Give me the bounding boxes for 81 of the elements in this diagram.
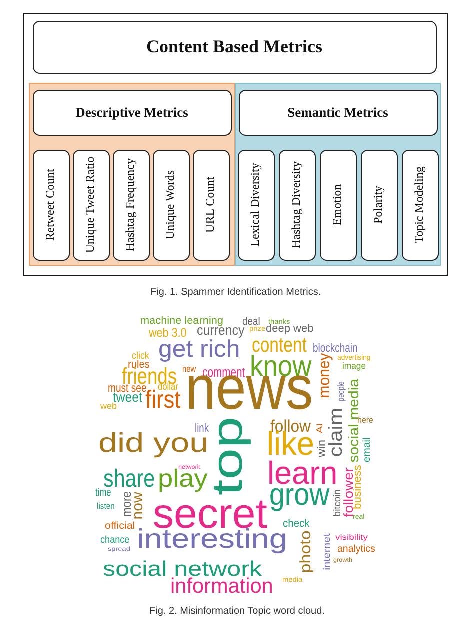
cloud-word: did you (98, 432, 208, 460)
cloud-word: email (364, 438, 372, 463)
cloud-word: web 3.0 (149, 328, 187, 339)
cloud-word: rules (128, 360, 150, 370)
cloud-word: deep web (266, 324, 314, 336)
heading-text: Content Based Metrics (146, 36, 322, 58)
metric-box (32, 150, 70, 260)
metric-box (72, 150, 110, 260)
metric-label: Unique Tweet Ratio (84, 156, 98, 254)
cloud-word: listen (97, 502, 115, 510)
cloud-word: claim (328, 408, 344, 457)
cloud-word: chance (100, 536, 129, 545)
cloud-word: deal (242, 317, 260, 326)
cloud-word: AI (316, 422, 324, 433)
metric-box (360, 150, 398, 260)
metric-label: Topic Modeling (413, 166, 427, 244)
metric-box (402, 150, 438, 260)
cloud-word: business (354, 466, 363, 510)
heading-text: Semantic Metrics (288, 104, 388, 120)
cloud-word: follower (342, 467, 354, 517)
category-box (32, 20, 436, 74)
cloud-word: more (122, 490, 132, 517)
cloud-word: content (252, 336, 307, 354)
cloud-word: interesting (137, 528, 288, 556)
cloud-word: get rich (158, 340, 240, 364)
cloud-word: learn (267, 460, 337, 486)
metric-box (112, 150, 150, 260)
metric-label: Lexical Diversity (249, 163, 263, 247)
cloud-word: analytics (337, 546, 375, 556)
metric-box (320, 150, 356, 260)
cloud-word: photo (298, 530, 314, 573)
metric-label: URL Count (204, 177, 218, 233)
cloud-word: tweet (113, 391, 142, 403)
cloud-word: win (318, 440, 327, 458)
cloud-word: machine learning (140, 317, 224, 328)
cloud-word: new (182, 368, 196, 374)
cloud-word: check (283, 519, 310, 528)
cloud-word: like (267, 430, 315, 458)
cloud-word: money (320, 353, 334, 398)
metric-box (278, 150, 316, 260)
category-box (32, 90, 232, 136)
heading-text: Descriptive Metrics (76, 104, 188, 120)
cloud-word: bitcoin (334, 490, 342, 517)
cloud-word: here (357, 416, 373, 424)
figure-caption: Fig. 1. Spammer Identification Metrics. (150, 286, 322, 298)
cloud-word: play (158, 468, 208, 494)
metric-box (238, 150, 274, 260)
cloud-word: friends (122, 367, 177, 386)
cloud-word: click (132, 352, 149, 361)
diagram-frame (23, 13, 448, 276)
metric-label: Emotion (331, 184, 345, 226)
category-panel (234, 82, 440, 266)
metric-box (152, 150, 190, 260)
metric-label: Unique Words (164, 170, 178, 240)
metric-label: Polarity (372, 186, 386, 224)
cloud-word: visibility (335, 534, 368, 544)
cloud-word: web (100, 402, 117, 410)
cloud-word: first (145, 390, 180, 410)
cloud-word: blockchain (313, 342, 358, 352)
cloud-word: internet (324, 533, 332, 570)
category-box (238, 90, 438, 136)
cloud-word: grow (268, 486, 330, 513)
cloud-word: top (210, 416, 253, 496)
category-panel (28, 82, 234, 266)
metric-box (192, 150, 230, 260)
metric-label: Hashtag Diversity (290, 162, 304, 248)
figure-caption: Fig. 2. Misinformation Topic word cloud. (150, 606, 325, 618)
cloud-word: time (95, 488, 111, 498)
cloud-word: social media (346, 378, 358, 463)
cloud-word: now (134, 492, 144, 520)
cloud-word: dollar (158, 383, 178, 392)
cloud-word: share (103, 468, 155, 490)
cloud-word: currency (197, 326, 245, 338)
cloud-word: link (195, 422, 209, 432)
cloud-word: information (170, 577, 273, 595)
cloud-word: social network (103, 560, 262, 578)
metric-label: Retweet Count (44, 169, 58, 241)
cloud-word: image (342, 362, 366, 372)
cloud-word: people (338, 382, 348, 402)
metric-label: Hashtag Frequency (124, 158, 138, 252)
cloud-word: official (105, 522, 135, 531)
